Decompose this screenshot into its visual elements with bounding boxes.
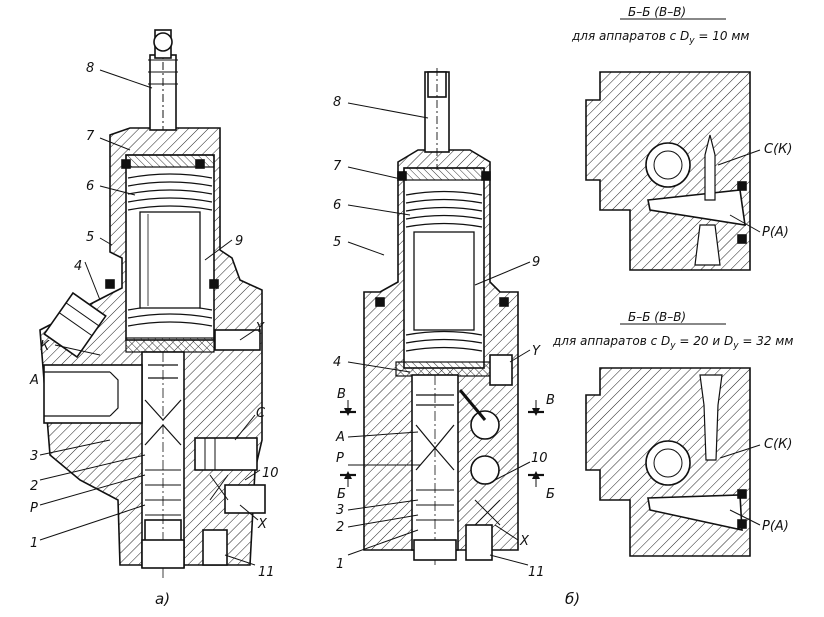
label-a-p: Р: [30, 501, 38, 516]
label-b-11: 11: [528, 565, 545, 580]
label-b-10: 10: [531, 451, 548, 466]
label-a-1: 1: [30, 536, 38, 551]
caption-b: б): [565, 590, 580, 608]
view-b-drawing: [340, 68, 544, 565]
label-b-y: Y: [532, 344, 541, 359]
label-b-3: 3: [336, 503, 344, 518]
label-a-x: X: [257, 517, 268, 532]
label-a-c: С: [256, 406, 266, 421]
label-a-k: К: [40, 339, 50, 354]
view-b-leaders: [347, 102, 531, 566]
label-a-9: 9: [235, 234, 243, 249]
caption-a: а): [155, 590, 170, 608]
view-a-fitting-y: [214, 329, 261, 351]
section-top-label-pa: Р(А): [762, 225, 789, 240]
view-b-port-circle-2: [470, 455, 500, 485]
label-b-section-v-left: В: [337, 387, 346, 402]
view-a-spring: [127, 173, 213, 327]
view-a-drawing: [39, 29, 266, 580]
view-a-plug-k: [43, 291, 107, 359]
view-a-leaders: [39, 69, 261, 566]
view-a-fitting-c: [194, 437, 258, 471]
label-b-p: Р: [336, 451, 344, 466]
view-b-spring: [405, 190, 483, 352]
label-a-8: 8: [86, 61, 94, 76]
label-b-2: 2: [336, 520, 344, 535]
section-top-drawing: [585, 71, 751, 271]
label-a-6: 6: [86, 179, 94, 194]
view-a-port-a: [43, 364, 143, 424]
label-a-2: 2: [30, 479, 38, 494]
section-top-title: Б–Б (В–В): [628, 5, 686, 19]
label-a-7: 7: [86, 129, 95, 144]
label-a-5: 5: [86, 230, 94, 245]
view-b-labels: 8 7 6 5 9 Y 4 В В А Р 10 Б Б 3 2 1 X 11 …: [333, 95, 580, 608]
section-bottom-label-pa: Р(А): [762, 519, 789, 534]
label-a-10: 10: [262, 466, 279, 481]
label-b-section-v-right: В: [546, 393, 555, 408]
view-b-fitting-y: [489, 354, 513, 386]
label-a-y: Y: [256, 321, 265, 336]
label-a-11: 11: [258, 565, 275, 580]
section-top-leaders: [717, 149, 761, 233]
label-b-6: 6: [333, 198, 341, 213]
label-b-5: 5: [333, 235, 341, 250]
section-top-labels: Б–Б (В–В) для аппаратов с Dу = 10 мм С(К…: [571, 5, 792, 240]
section-top-subtitle: для аппаратов с Dу = 10 мм: [571, 29, 749, 46]
label-b-7: 7: [333, 159, 342, 174]
label-b-9: 9: [532, 255, 540, 270]
section-bottom-subtitle: для аппаратов с Dу = 20 и Dу = 32 мм: [552, 334, 793, 351]
label-b-4: 4: [333, 355, 341, 370]
label-a-a: А: [29, 373, 39, 388]
view-a-fitting-x: [224, 484, 266, 514]
view-b-port-circle-1: [470, 410, 500, 440]
label-b-section-b-left: Б: [337, 487, 346, 502]
label-a-3: 3: [30, 449, 38, 464]
section-bottom-drawing: [585, 367, 751, 557]
view-a-labels: 8 7 6 5 4 9 К А 3 2 Р 1 Y С 10 X 11 а): [29, 61, 279, 608]
section-bottom-title: Б–Б (В–В): [628, 310, 686, 324]
label-b-8: 8: [333, 95, 341, 110]
label-b-section-b-right: Б: [546, 487, 555, 502]
section-bottom-leaders: [719, 444, 761, 526]
section-top-label-ck: С(К): [764, 142, 792, 157]
section-bottom-label-ck: С(К): [764, 437, 792, 452]
label-b-x: X: [519, 534, 530, 549]
section-bottom-labels: Б–Б (В–В) для аппаратов с Dу = 20 и Dу =…: [552, 310, 793, 534]
label-b-a: А: [335, 430, 345, 445]
label-b-1: 1: [336, 557, 344, 572]
label-a-4: 4: [74, 259, 82, 274]
